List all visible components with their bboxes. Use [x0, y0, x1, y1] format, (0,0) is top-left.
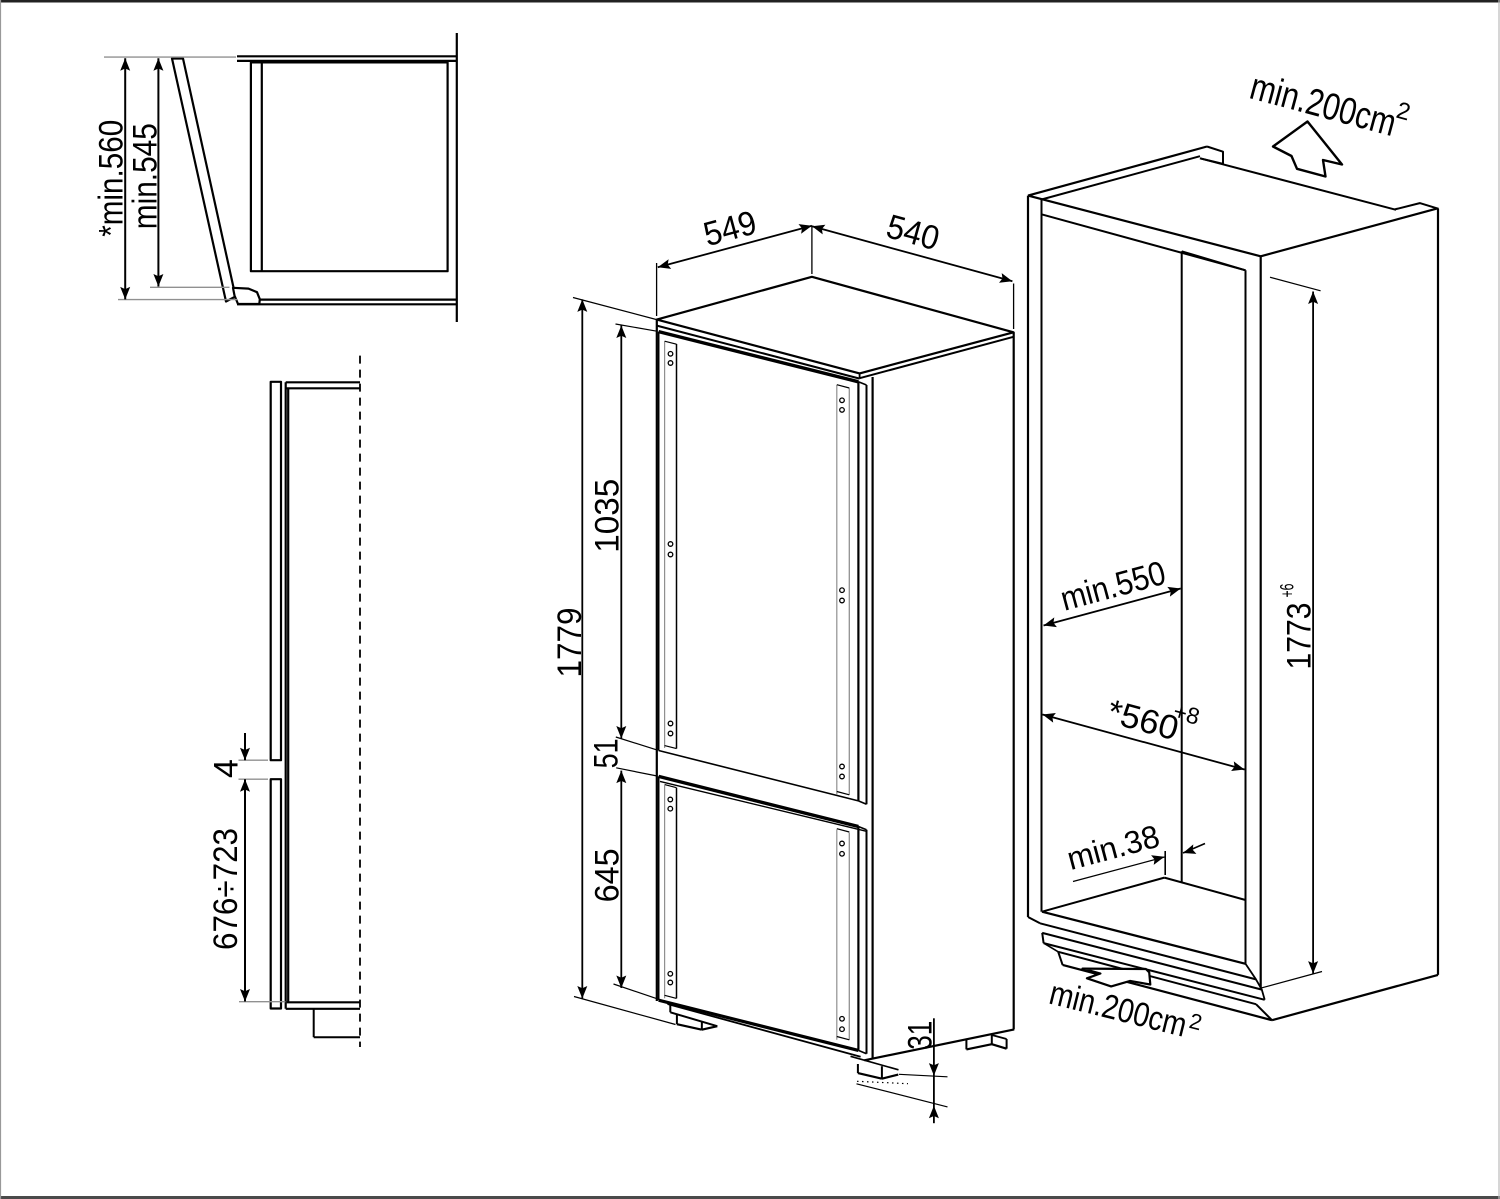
- svg-text:51: 51: [588, 738, 626, 768]
- svg-text:549: 549: [700, 204, 761, 254]
- svg-text:645: 645: [589, 848, 627, 902]
- svg-text:31: 31: [902, 1021, 940, 1050]
- svg-text:676÷723: 676÷723: [207, 828, 245, 950]
- svg-text:*min.560: *min.560: [93, 120, 131, 237]
- svg-text:min.545: min.545: [127, 123, 165, 229]
- svg-text:1773: 1773: [1281, 603, 1319, 670]
- svg-text:+6: +6: [1278, 584, 1299, 598]
- svg-text:1779: 1779: [551, 608, 589, 678]
- svg-text:min.550: min.550: [1057, 554, 1170, 619]
- svg-text:2: 2: [1187, 1008, 1205, 1035]
- svg-text:540: 540: [882, 208, 943, 259]
- svg-text:min.38: min.38: [1063, 818, 1163, 877]
- svg-text:4: 4: [208, 759, 246, 778]
- svg-text:min.200cm: min.200cm: [1246, 66, 1401, 145]
- svg-text:1035: 1035: [589, 479, 627, 553]
- svg-text:2: 2: [1393, 97, 1413, 127]
